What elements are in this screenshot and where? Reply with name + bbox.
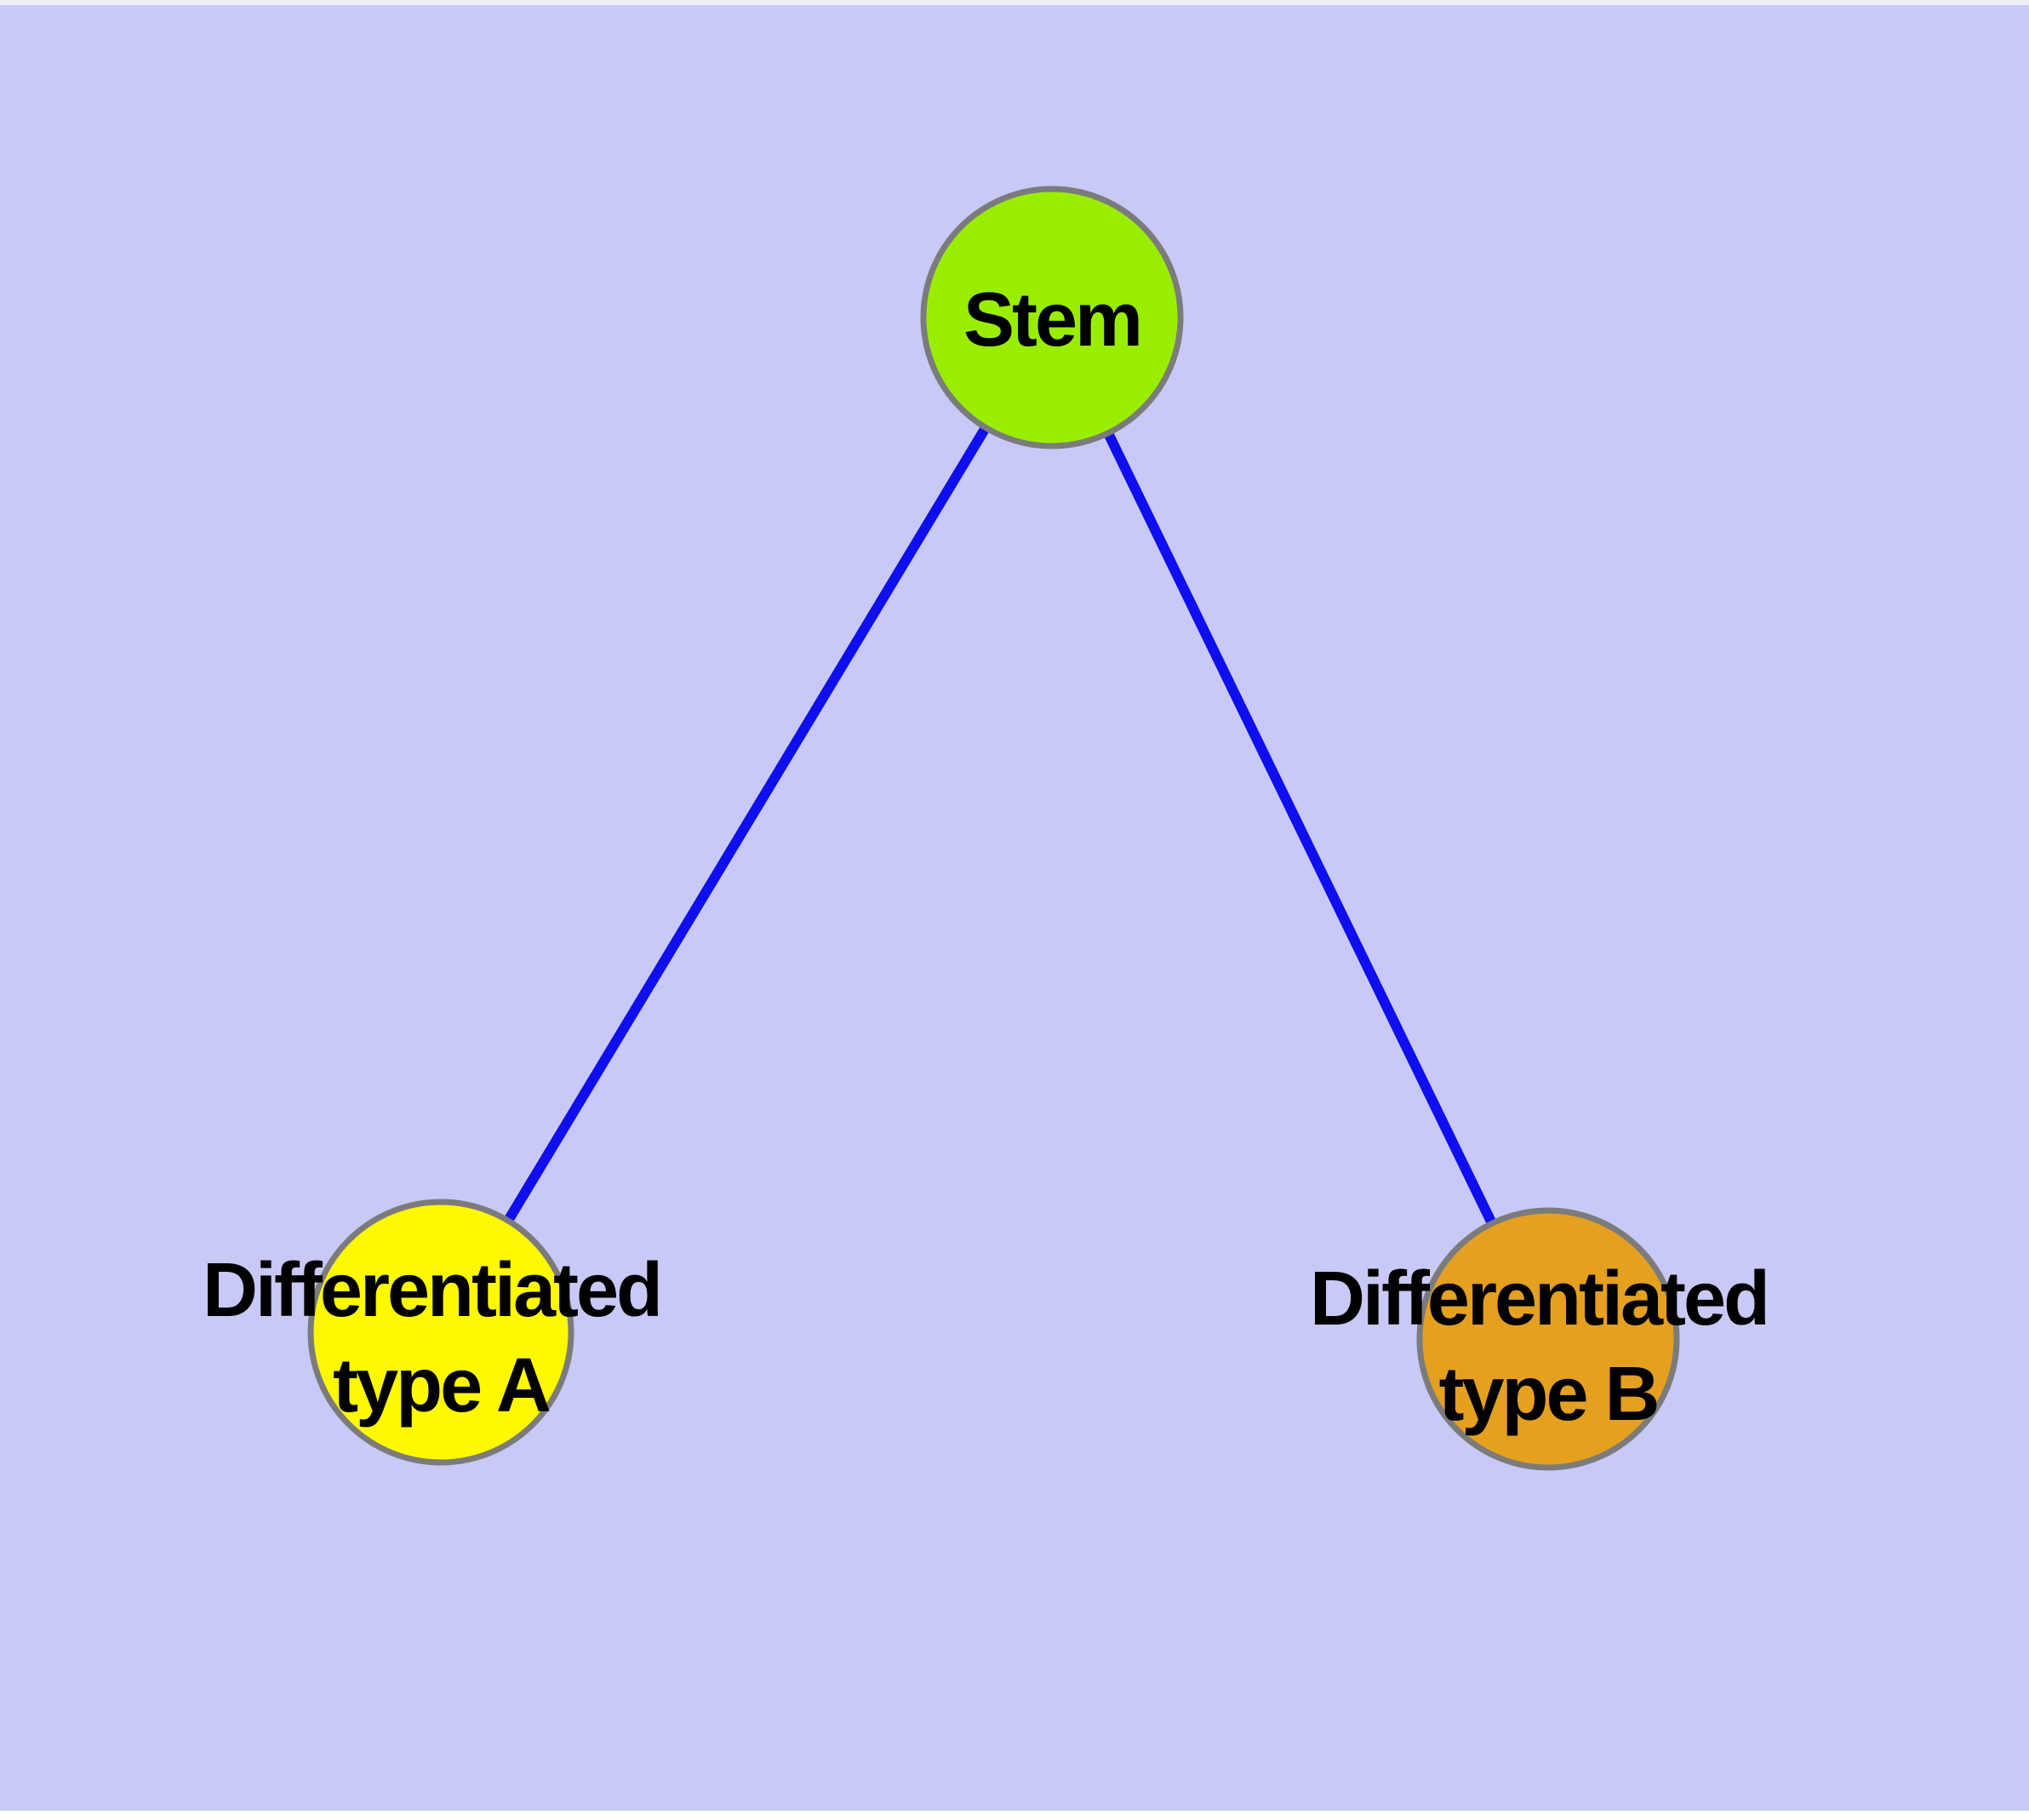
node-type-b-label-line1: Differentiated <box>1310 1256 1768 1342</box>
node-differentiated-type-a <box>307 1199 574 1466</box>
node-type-a-label-line1: Differentiated <box>203 1248 660 1333</box>
node-type-a-label: Differentiated type A <box>203 1248 679 1428</box>
node-type-a-label-line2: type A <box>333 1343 550 1428</box>
node-stem <box>920 186 1184 449</box>
node-type-b-label-line2: type B <box>1438 1352 1657 1437</box>
edge-stem-to-type-a <box>436 314 1057 1336</box>
node-differentiated-type-b <box>1416 1207 1680 1471</box>
edge-stem-to-type-b <box>1047 315 1553 1342</box>
node-type-b-label: Differentiated type B <box>1310 1256 1786 1437</box>
node-stem-label: Stem <box>963 278 1140 363</box>
top-window-strip <box>0 0 2029 5</box>
bottom-window-strip <box>0 1811 2029 1820</box>
